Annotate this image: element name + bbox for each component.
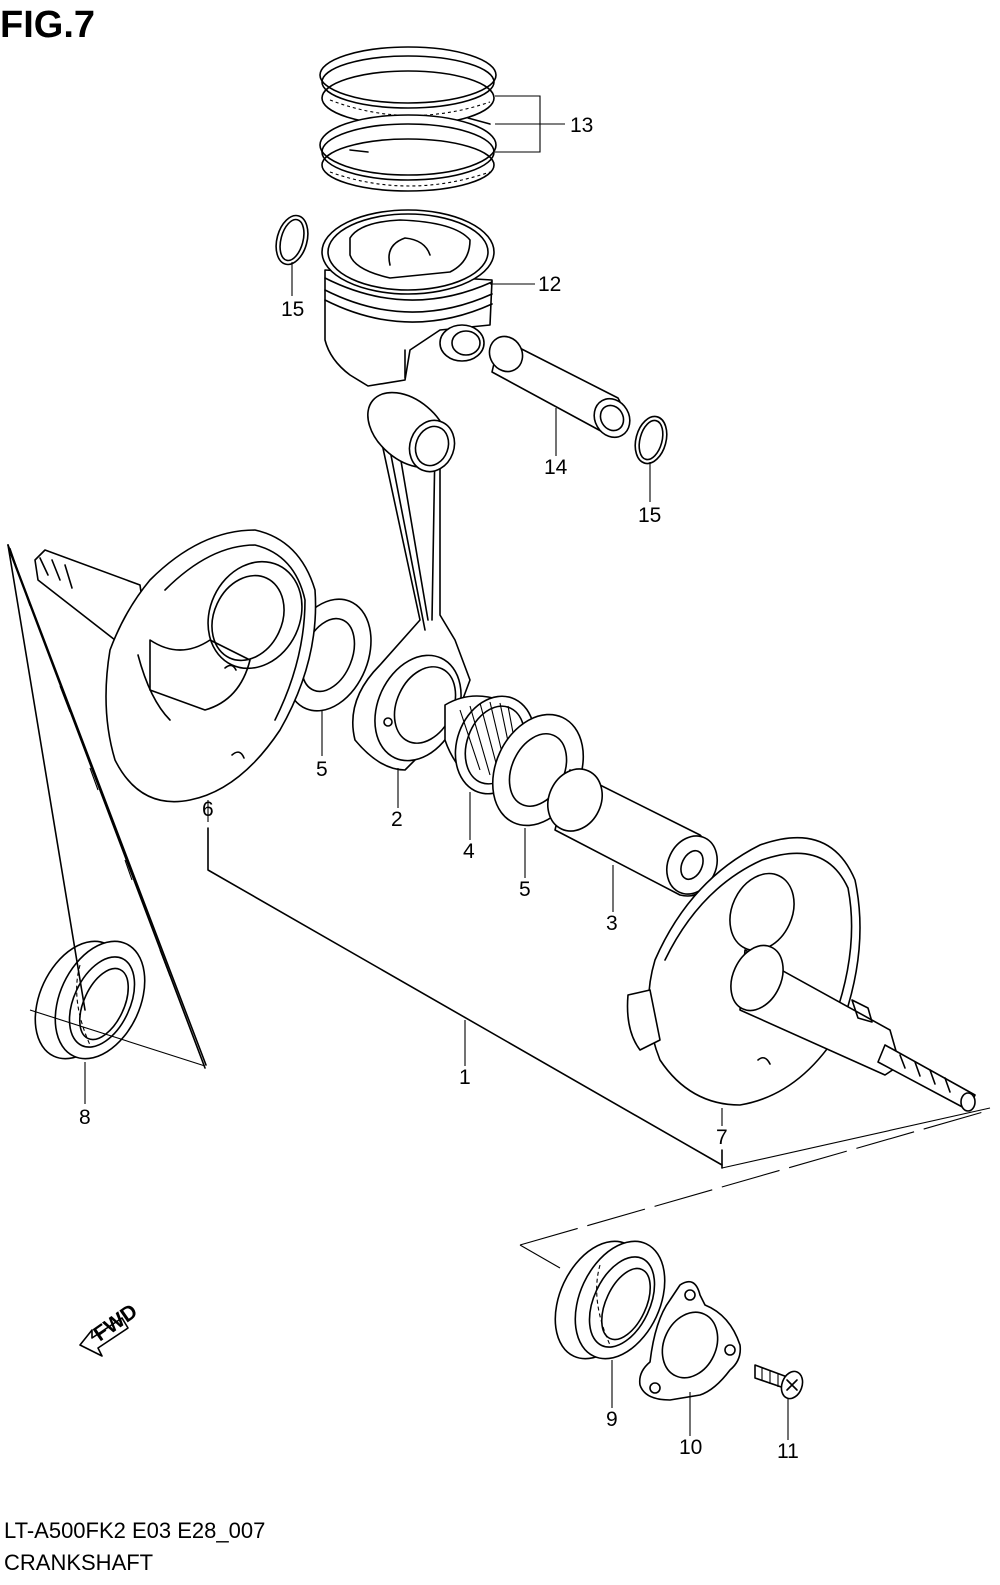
callout-5-left: 5 (316, 758, 328, 781)
screw (754, 1364, 804, 1400)
callout-11: 11 (777, 1440, 799, 1463)
callout-15-right: 15 (638, 504, 661, 527)
leader-lines (84, 95, 789, 1440)
callout-14: 14 (544, 456, 568, 479)
connecting-rod (352, 391, 471, 771)
fwd-label: FWD (89, 1300, 141, 1346)
callout-6: 6 (202, 798, 214, 821)
piston-pin (488, 335, 631, 439)
bearing-left (34, 940, 146, 1060)
callout-1: 1 (459, 1066, 471, 1089)
callout-9: 9 (606, 1408, 618, 1431)
circlip-left (275, 214, 309, 266)
callout-8: 8 (79, 1106, 91, 1129)
callout-2: 2 (391, 808, 403, 831)
crank-pin (547, 768, 718, 897)
callout-15-left: 15 (281, 298, 304, 321)
piston (321, 209, 495, 387)
bearing-retainer-plate (638, 1280, 742, 1401)
assembly-lines (7, 544, 991, 1269)
circlip-right (634, 415, 668, 465)
crankshaft-right (626, 836, 976, 1112)
bearing-right (554, 1240, 666, 1360)
callout-5-right: 5 (519, 878, 531, 901)
figure-title: FIG.7 (0, 4, 96, 46)
callout-13: 13 (570, 114, 593, 137)
crankshaft-left (34, 529, 317, 803)
callout-7: 7 (716, 1126, 728, 1149)
piston-rings (319, 46, 497, 192)
figure-name: CRANKSHAFT (4, 1550, 154, 1575)
fwd-arrow (79, 1317, 129, 1357)
figure-code: LT-A500FK2 E03 E28_007 (4, 1518, 266, 1543)
callout-4: 4 (463, 840, 475, 863)
callout-10: 10 (679, 1436, 702, 1459)
callout-3: 3 (606, 912, 618, 935)
callout-12: 12 (538, 273, 561, 296)
